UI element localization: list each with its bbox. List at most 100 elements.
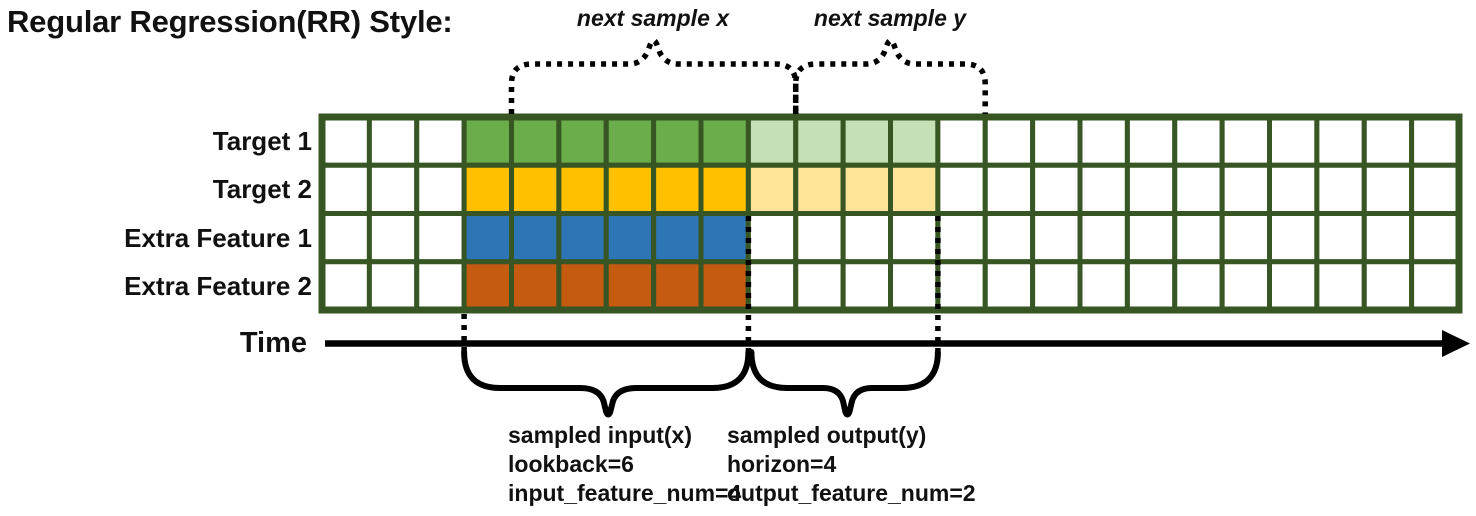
grid-cell: [793, 259, 846, 313]
sampled-braces: [461, 349, 941, 418]
grid-cell: [366, 259, 420, 313]
grid-cell: [698, 211, 751, 265]
grid-cell: [935, 114, 988, 168]
grid-cell: [698, 162, 751, 216]
grid-cell: [1409, 114, 1462, 168]
grid-cell: [793, 211, 846, 265]
grid-cell: [745, 162, 799, 216]
sampled-input-title: sampled input(x): [508, 422, 693, 448]
time-axis-label: Time: [239, 327, 307, 359]
grid-cell: [982, 114, 1036, 168]
sampled-output-brace: [748, 349, 941, 418]
horizon-value: horizon=4: [727, 451, 837, 477]
grid-cell: [888, 259, 941, 313]
output-feature-num: output_feature_num=2: [727, 480, 976, 506]
grid-cell: [1409, 162, 1462, 216]
grid-cell: [414, 114, 467, 168]
grid-cell: [1124, 259, 1178, 313]
grid-cell: [698, 114, 751, 168]
grid-cell: [1030, 259, 1083, 313]
grid-cell: [1219, 259, 1273, 313]
grid-cell: [745, 114, 799, 168]
grid-cell: [935, 211, 988, 265]
grid-cell: [1267, 162, 1320, 216]
grid-cell: [1172, 259, 1225, 313]
grid-cell: [1172, 162, 1225, 216]
next-sample-x-label: next sample x: [576, 5, 730, 31]
grid-cell: [556, 162, 609, 216]
grid-cell: [1124, 114, 1178, 168]
grid-cell: [840, 259, 894, 313]
grid-cell: [651, 162, 704, 216]
sample-grid: [318, 113, 1463, 314]
grid-cell: [651, 259, 704, 313]
grid-cell: [414, 162, 467, 216]
grid-cell: [1219, 114, 1273, 168]
sampled-output-title: sampled output(y): [727, 422, 927, 448]
grid-cell: [651, 211, 704, 265]
grid-cell: [366, 114, 420, 168]
diagram-title: Regular Regression(RR) Style:: [7, 4, 453, 39]
grid-cell: [1361, 211, 1415, 265]
grid-cell: [840, 162, 894, 216]
grid-cell: [982, 211, 1036, 265]
grid-cell: [556, 259, 609, 313]
grid-cell: [556, 114, 609, 168]
row-label-target-2: Target 2: [212, 174, 312, 204]
grid-cell: [1219, 162, 1273, 216]
lookback-value: lookback=6: [508, 451, 634, 477]
grid-cell: [1077, 162, 1130, 216]
grid-cell: [1267, 114, 1320, 168]
grid-cell: [1314, 211, 1367, 265]
grid-cell: [509, 211, 562, 265]
grid-cell: [698, 259, 751, 313]
grid-cell: [1219, 211, 1273, 265]
grid-cell: [1361, 259, 1415, 313]
grid-cell: [840, 211, 894, 265]
grid-cell: [888, 114, 941, 168]
grid-cell: [509, 114, 562, 168]
grid-cell: [319, 162, 372, 216]
grid-cell: [1314, 162, 1367, 216]
grid-cell: [319, 114, 372, 168]
grid-cell: [840, 114, 894, 168]
next-sample-y-brace: [792, 37, 988, 114]
grid-cell: [603, 259, 657, 313]
grid-cell: [461, 211, 515, 265]
grid-cell: [982, 259, 1036, 313]
input-feature-num: input_feature_num=4: [508, 480, 742, 506]
grid-cell: [1267, 211, 1320, 265]
grid-cell: [603, 162, 657, 216]
grid-cell: [745, 211, 799, 265]
grid-cell: [319, 259, 372, 313]
row-label-extra-feature-2: Extra Feature 2: [124, 271, 312, 301]
grid-cell: [1030, 162, 1083, 216]
next-sample-braces: [508, 37, 988, 114]
next-sample-x-brace: [508, 37, 799, 114]
grid-cell: [414, 211, 467, 265]
grid-cell: [509, 259, 562, 313]
grid-cell: [461, 259, 515, 313]
grid-cell: [319, 211, 372, 265]
next-sample-y-label: next sample y: [813, 5, 967, 31]
grid-cell: [1172, 114, 1225, 168]
grid-cell: [603, 114, 657, 168]
grid-cell: [888, 211, 941, 265]
grid-cell: [793, 114, 846, 168]
grid-cell: [935, 259, 988, 313]
grid-cell: [509, 162, 562, 216]
grid-cell: [1077, 114, 1130, 168]
grid-cell: [793, 162, 846, 216]
grid-cell: [935, 162, 988, 216]
grid-cell: [603, 211, 657, 265]
row-label-extra-feature-1: Extra Feature 1: [124, 222, 312, 253]
grid-cell: [366, 211, 420, 265]
grid-cell: [651, 114, 704, 168]
grid-cell: [1077, 259, 1130, 313]
grid-cell: [1409, 259, 1462, 313]
grid-cell: [745, 259, 799, 313]
grid-cell: [1030, 211, 1083, 265]
grid-cell: [1314, 259, 1367, 313]
grid-cell: [1077, 211, 1130, 265]
